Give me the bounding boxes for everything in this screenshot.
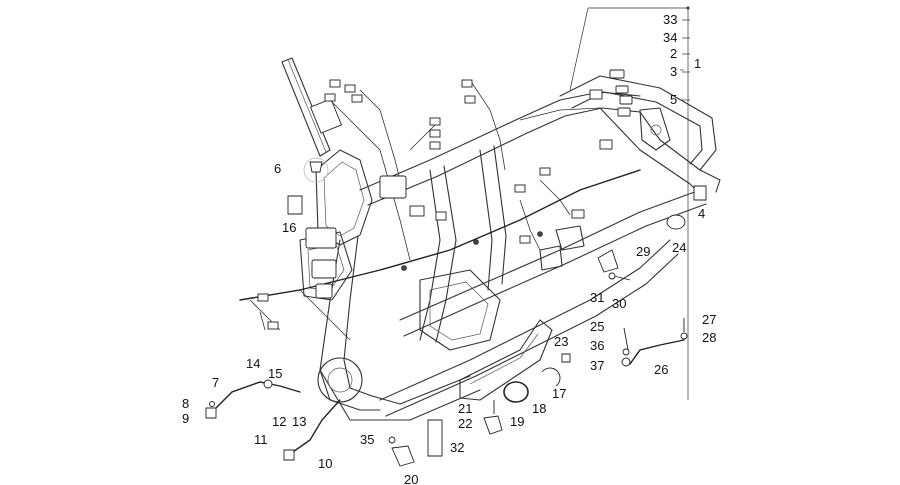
callout-11: 11 <box>254 432 268 447</box>
callout-8: 8 <box>182 396 189 411</box>
callout-6: 6 <box>274 161 281 176</box>
front-electrical-modules <box>305 175 407 299</box>
callout-34: 34 <box>663 30 677 45</box>
callout-21: 21 <box>458 401 472 416</box>
callout-36: 36 <box>590 338 604 353</box>
callout-10: 10 <box>318 456 332 471</box>
callout-2: 2 <box>670 46 677 61</box>
callout-5: 5 <box>670 92 677 107</box>
callout-14: 14 <box>246 356 260 371</box>
scooter-frame <box>281 57 721 421</box>
main-wiring-harness <box>239 79 641 341</box>
loose-parts <box>205 69 707 467</box>
callout-31: 31 <box>590 290 604 305</box>
callout-23: 23 <box>554 334 568 349</box>
callout-28: 28 <box>702 330 716 345</box>
callout-35: 35 <box>360 432 374 447</box>
callout-22: 22 <box>458 416 472 431</box>
callout-19: 19 <box>510 414 524 429</box>
callout-27: 27 <box>702 312 716 327</box>
callout-13: 13 <box>292 414 306 429</box>
callout-1: 1 <box>694 56 701 71</box>
callout-37: 37 <box>590 358 604 373</box>
callout-labels: 33 34 2 1 3 5 6 16 4 24 29 31 30 27 25 2… <box>182 12 716 485</box>
callout-4: 4 <box>698 206 705 221</box>
callout-7: 7 <box>212 375 219 390</box>
callout-25: 25 <box>590 319 604 334</box>
leader-lines <box>569 6 690 400</box>
callout-15: 15 <box>268 366 282 381</box>
callout-32: 32 <box>450 440 464 455</box>
callout-17: 17 <box>552 386 566 401</box>
callout-30: 30 <box>612 296 626 311</box>
callout-26: 26 <box>654 362 668 377</box>
callout-9: 9 <box>182 411 189 426</box>
callout-3: 3 <box>670 64 677 79</box>
callout-33: 33 <box>663 12 677 27</box>
callout-29: 29 <box>636 244 650 259</box>
callout-20: 20 <box>404 472 418 485</box>
callout-16: 16 <box>282 220 296 235</box>
callout-24: 24 <box>672 240 686 255</box>
callout-18: 18 <box>532 401 546 416</box>
callout-12: 12 <box>272 414 286 429</box>
